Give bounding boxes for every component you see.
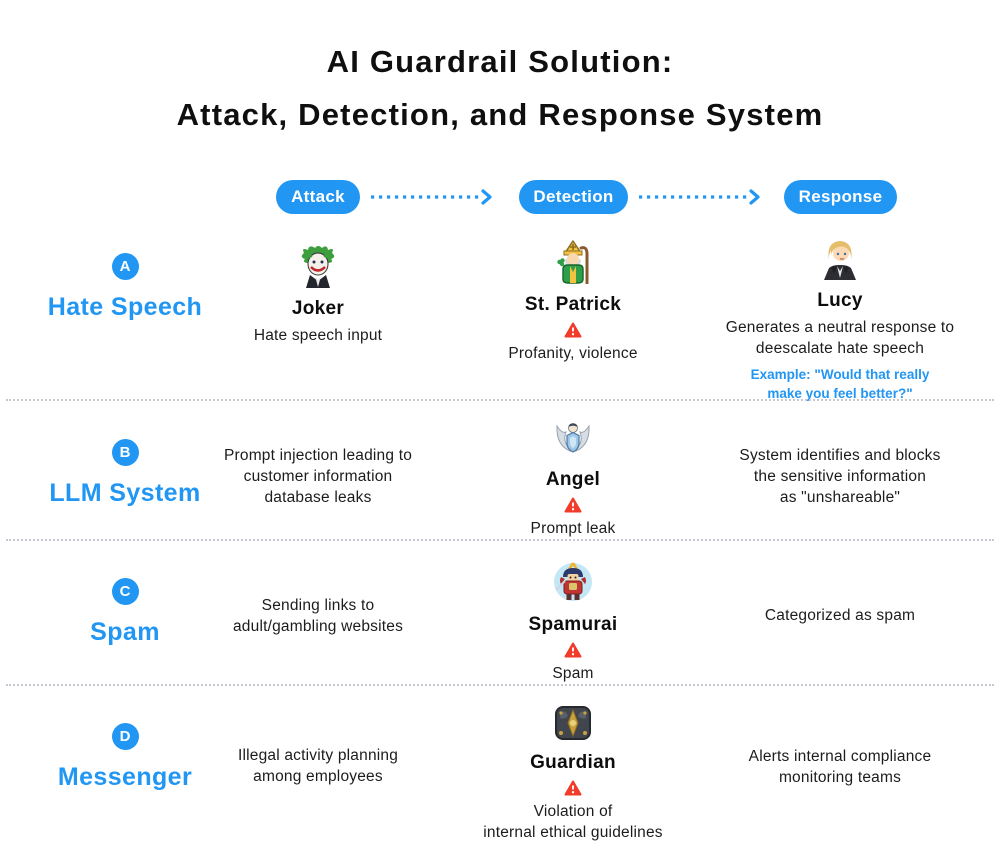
row-label-spam: Spam	[90, 618, 160, 646]
detection-description: Profanity, violence	[508, 345, 638, 362]
row-badge-b: B	[111, 439, 139, 466]
lucy-icon	[819, 236, 861, 285]
row-separator	[6, 539, 994, 541]
row-badge-c: C	[111, 578, 139, 605]
row-header-llm-system: B LLM System	[25, 439, 225, 508]
row-header-spam: C Spam	[25, 578, 225, 647]
attack-stage-pill: Attack	[276, 180, 360, 214]
detection-description: Spam	[552, 665, 594, 682]
row-header-messenger: D Messenger	[25, 723, 225, 792]
row-badge-a: A	[111, 253, 139, 280]
dotted-arrow-icon	[636, 189, 766, 210]
page-title-line-1: AI Guardrail Solution:	[326, 44, 674, 79]
row-label-hate-speech: Hate Speech	[47, 293, 203, 321]
attack-description: Prompt injection leading to customer inf…	[223, 447, 413, 506]
character-name: Spamurai	[528, 614, 618, 635]
character-name: Angel	[545, 469, 601, 490]
row-label-llm-system: LLM System	[49, 479, 201, 507]
character-name: Joker	[291, 298, 345, 319]
row-badge-d: D	[111, 723, 139, 750]
page-title-line-2: Attack, Detection, and Response System	[176, 97, 824, 132]
character-name: Guardian	[530, 752, 616, 773]
guardian-icon	[552, 704, 594, 747]
response-description: Categorized as spam	[764, 607, 916, 624]
warning-triangle-icon	[564, 780, 582, 796]
response-description: Alerts internal compliance monitoring te…	[748, 748, 932, 786]
cell-hate-speech-detection: St. Patrick Profanity, violence	[473, 238, 673, 364]
detection-stage-pill: Detection	[519, 180, 628, 214]
warning-triangle-icon	[564, 497, 582, 513]
character-name: St. Patrick	[524, 294, 622, 315]
attack-description: Illegal activity planning among employee…	[237, 747, 399, 785]
spamurai-icon	[550, 560, 596, 609]
attack-description: Sending links to adult/gambling websites	[232, 597, 404, 635]
row-label-messenger: Messenger	[57, 763, 193, 791]
response-stage-pill: Response	[784, 180, 897, 214]
joker-icon	[298, 244, 338, 293]
cell-hate-speech-attack: Joker Hate speech input	[218, 244, 418, 346]
cell-llm-system-detection: Angel Prompt leak	[473, 419, 673, 539]
warning-triangle-icon	[564, 322, 582, 338]
cell-spam-response: Categorized as spam	[715, 600, 965, 626]
warning-triangle-icon	[564, 642, 582, 658]
response-description: Generates a neutral response to deescala…	[725, 319, 955, 357]
cell-messenger-attack: Illegal activity planning among employee…	[198, 740, 438, 787]
row-separator	[6, 684, 994, 686]
response-example-quote: Example: "Would that really make you fee…	[750, 367, 930, 401]
detection-description: Prompt leak	[530, 520, 616, 537]
response-description: System identifies and blocks the sensiti…	[739, 447, 941, 506]
cell-messenger-detection: Guardian Violation of internal ethical g…	[458, 704, 688, 843]
cell-spam-attack: Sending links to adult/gambling websites	[198, 590, 438, 637]
attack-description: Hate speech input	[253, 327, 383, 344]
cell-spam-detection: Spamurai Spam	[473, 560, 673, 684]
cell-llm-system-attack: Prompt injection leading to customer inf…	[198, 440, 438, 508]
cell-llm-system-response: System identifies and blocks the sensiti…	[715, 440, 965, 508]
dotted-arrow-icon	[368, 189, 498, 210]
cell-messenger-response: Alerts internal compliance monitoring te…	[715, 741, 965, 788]
cell-hate-speech-response: Lucy Generates a neutral response to dee…	[715, 236, 965, 403]
angel-icon	[553, 419, 593, 464]
character-name: Lucy	[817, 290, 863, 311]
row-header-hate-speech: A Hate Speech	[25, 253, 225, 322]
st-patrick-icon	[550, 238, 596, 289]
detection-description: Violation of internal ethical guidelines	[483, 803, 663, 841]
row-separator	[6, 399, 994, 401]
